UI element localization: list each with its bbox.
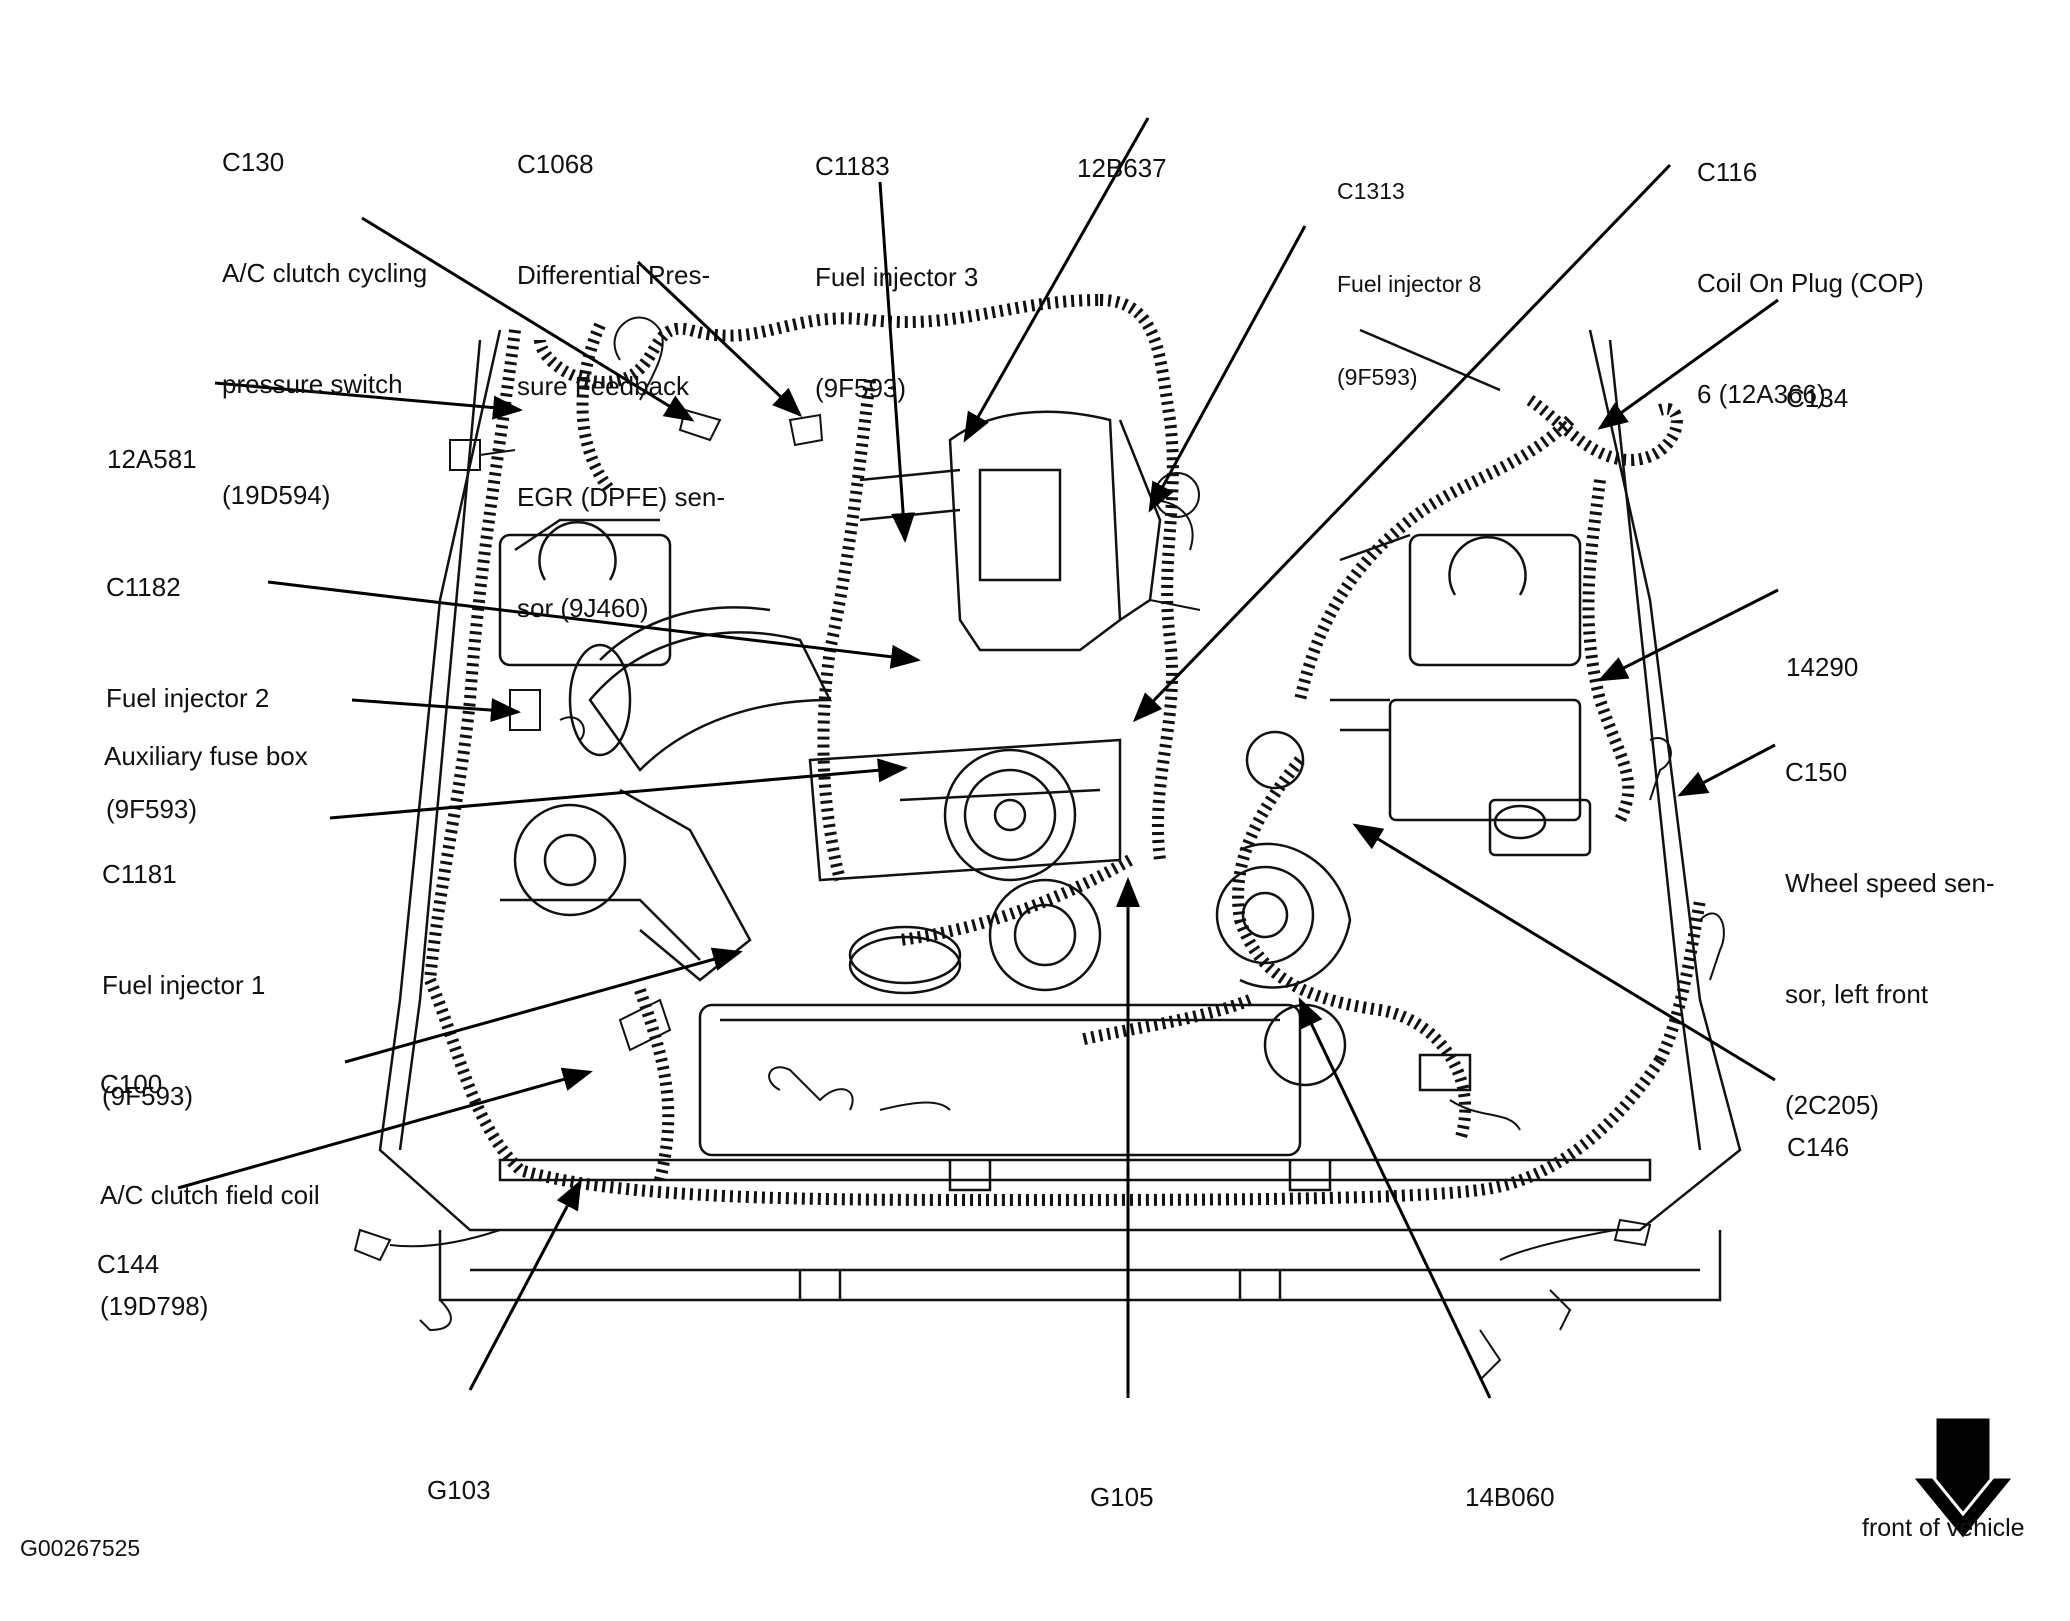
label-c1068-line: sor (9J460): [517, 593, 649, 623]
leader-c134: [1597, 298, 1779, 430]
label-c150-line: C150: [1785, 757, 1848, 787]
label-c1183: C1183 Fuel injector 3 (9F593): [815, 74, 978, 444]
label-c1181: C1181 Fuel injector 1 (9F593): [102, 782, 265, 1152]
label-c116-line: C116: [1697, 157, 1758, 187]
label-c130-line: (19D594): [222, 480, 331, 510]
label-c1313-line: C1313: [1337, 178, 1405, 204]
label-14b060-line: 14B060: [1465, 1482, 1555, 1512]
label-c100-line: C100: [100, 1069, 163, 1099]
label-c150: C150 Wheel speed sen- sor, left front (2…: [1785, 680, 1995, 1161]
front-of-vehicle-arrow: [1914, 1418, 2012, 1538]
label-c100: C100 A/C clutch field coil (19D798): [100, 992, 320, 1362]
label-auxiliary-fuse-box: Auxiliary fuse box: [104, 664, 308, 812]
connectors-and-pigtails: [353, 316, 1725, 1381]
label-c146: C146: [1787, 1055, 1849, 1203]
leader-14b060: [1298, 997, 1492, 1399]
label-g105-line: G105: [1090, 1482, 1154, 1512]
leader-c1182: [267, 580, 921, 669]
label-c1068: C1068 Differential Pres- sure Feedback E…: [517, 72, 725, 664]
leader-14290: [1597, 588, 1779, 682]
label-c100-line: A/C clutch field coil: [100, 1180, 320, 1210]
label-c150-line: Wheel speed sen-: [1785, 868, 1995, 898]
label-c1068-line: C1068: [517, 149, 594, 179]
label-c130-line: A/C clutch cycling: [222, 258, 428, 288]
label-c116: C116 Coil On Plug (COP) 6 (12A366): [1697, 80, 1924, 450]
label-c116-line: Coil On Plug (COP): [1697, 268, 1924, 298]
leader-g103: [468, 1179, 582, 1391]
label-c134: C134: [1786, 306, 1848, 454]
leader-c116: [1132, 163, 1672, 723]
label-c1068-line: EGR (DPFE) sen-: [517, 482, 726, 512]
label-14b060: 14B060: [1465, 1405, 1555, 1553]
label-14290-line: 14290: [1786, 652, 1859, 682]
leader-c150: [1677, 743, 1776, 797]
air-intake-tube: [500, 606, 833, 982]
label-12b637-line: 12B637: [1077, 153, 1167, 183]
callout-leader-lines: [177, 117, 1779, 1399]
label-c1313-line: Fuel injector 8: [1337, 271, 1482, 297]
leader-c1183: [878, 181, 916, 543]
leader-12a581: [214, 381, 523, 420]
leader-c1181: [329, 758, 908, 820]
right-shock-tower: [1339, 533, 1582, 667]
figure-id: G00267525: [20, 1535, 141, 1561]
label-c144-line: C144: [97, 1249, 160, 1279]
leader-12b637: [963, 117, 1150, 443]
engine-compartment-outline: [378, 328, 1742, 1302]
label-c130-line: pressure switch: [222, 369, 403, 399]
leader-c1068: [636, 260, 803, 418]
label-c150-line: (2C205): [1785, 1090, 1879, 1120]
label-12a581-line: 12A581: [107, 444, 197, 474]
label-c150-line: sor, left front: [1785, 979, 1929, 1009]
label-c1182-line: Fuel injector 2: [106, 683, 270, 713]
label-g103-line: G103: [427, 1475, 491, 1505]
battery-box: [1330, 698, 1592, 1092]
label-c1068-line: sure Feedback: [517, 371, 689, 401]
label-c1182: C1182 Fuel injector 2 (9F593): [106, 495, 269, 865]
label-g105: G105: [1090, 1405, 1154, 1553]
leader-c130: [361, 216, 695, 422]
label-14290: 14290: [1786, 575, 1858, 723]
left-shock-tower: [498, 518, 672, 667]
leader-aux-fuse: [351, 698, 521, 723]
label-c1181-line: Fuel injector 1: [102, 970, 266, 1000]
label-c1183-line: Fuel injector 3: [815, 262, 979, 292]
label-c130: C130 A/C clutch cycling pressure switch …: [222, 70, 427, 551]
label-c1313-line: (9F593): [1337, 364, 1418, 390]
label-c1182-line: (9F593): [106, 794, 198, 824]
label-c1182-line: C1182: [106, 572, 181, 602]
label-c116-line: 6 (12A366): [1697, 379, 1826, 409]
leader-c146: [1352, 823, 1776, 1082]
label-c1183-line: (9F593): [815, 373, 907, 403]
label-c146-line: C146: [1787, 1132, 1850, 1162]
leader-c1313: [1148, 225, 1307, 513]
label-c130-line: C130: [222, 147, 285, 177]
front-of-vehicle-caption: front of vehicle: [1862, 1514, 2025, 1542]
label-aux-fuse-line: Auxiliary fuse box: [104, 741, 308, 771]
label-g103: G103: [427, 1398, 491, 1546]
label-c100-line: (19D798): [100, 1291, 209, 1321]
label-c1068-line: Differential Pres-: [517, 260, 711, 290]
radiator-support: [698, 1003, 1302, 1157]
leader-c100: [344, 947, 743, 1064]
label-12b637: 12B637: [1077, 76, 1167, 224]
label-c144: C144: [97, 1172, 159, 1320]
label-c1181-line: C1181: [102, 859, 177, 889]
label-12a581: 12A581: [107, 367, 197, 515]
leader-c144: [177, 1067, 593, 1190]
label-c1181-line: (9F593): [102, 1081, 194, 1111]
intake-manifold: [808, 410, 1162, 882]
label-c1183-line: C1183: [815, 151, 890, 181]
label-c1313: C1313 Fuel injector 8 (9F593): [1337, 114, 1481, 424]
label-c134-line: C134: [1786, 383, 1849, 413]
